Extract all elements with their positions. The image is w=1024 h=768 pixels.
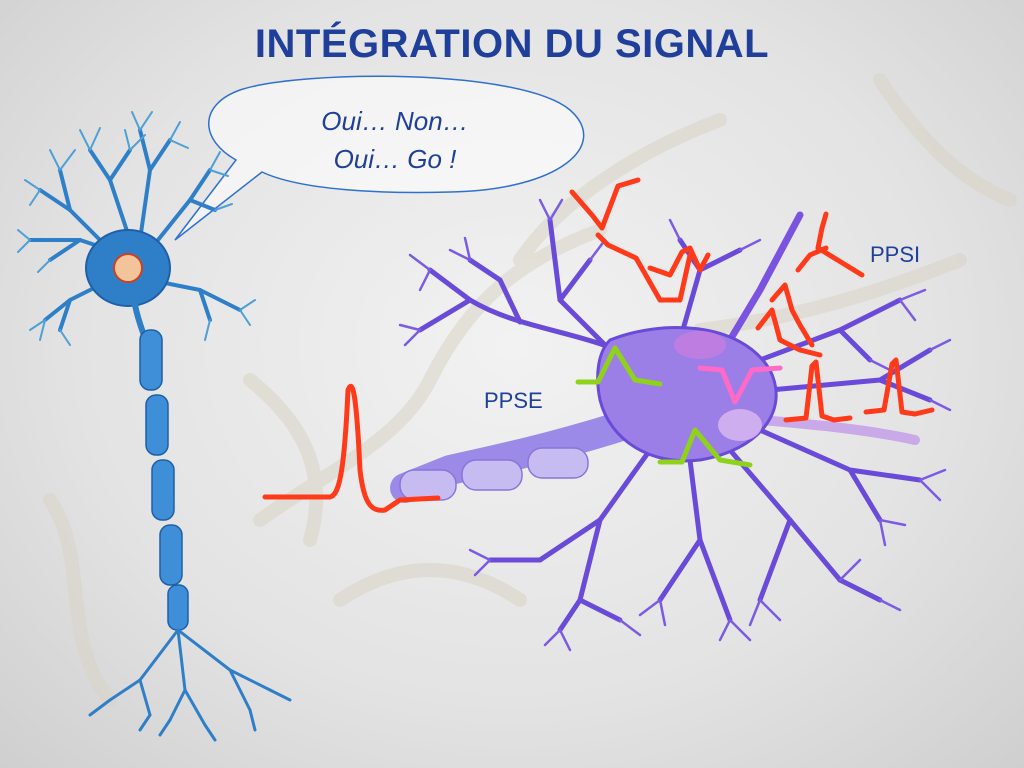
input-spike-4 xyxy=(863,357,935,417)
speech-bubble-line-2: Oui… Go ! xyxy=(333,144,457,174)
ppse-trace-2 xyxy=(657,427,753,468)
action-potential-traces xyxy=(262,177,935,513)
input-spike-2 xyxy=(815,211,865,278)
ppsi-trace xyxy=(697,365,783,405)
right-neuron-synapse xyxy=(674,331,726,359)
left-neuron-axon-terminals xyxy=(88,628,292,742)
slide-title: INTÉGRATION DU SIGNAL xyxy=(254,22,770,66)
ppse-label: PPSE xyxy=(484,388,543,413)
speech-bubble-line-1: Oui… Non… xyxy=(321,106,469,136)
input-spike-3 xyxy=(783,359,853,423)
left-neuron-nucleus xyxy=(113,253,143,283)
ppsi-label: PPSI xyxy=(870,242,921,267)
ppse-traces xyxy=(575,345,753,468)
axon-action-potential xyxy=(262,383,441,513)
input-spike-1 xyxy=(569,177,641,231)
left-neuron-axon-myelin xyxy=(139,329,189,631)
ppse-trace-1 xyxy=(575,345,663,387)
